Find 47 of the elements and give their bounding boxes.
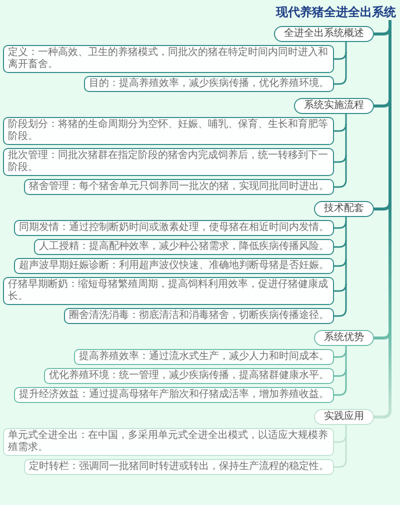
branch-stem bbox=[345, 42, 347, 77]
branch-stem bbox=[345, 217, 347, 309]
connector-curve bbox=[374, 202, 392, 210]
detail-card: 同期发情：通过控制断奶时间或激素处理，使母猪在相近时间内发情。 bbox=[14, 220, 334, 236]
connector-curve bbox=[334, 350, 347, 358]
connector-curve bbox=[374, 98, 392, 108]
topic-pill: 系统优势 bbox=[314, 330, 374, 346]
connector-curve bbox=[334, 460, 347, 468]
connector-curve bbox=[334, 240, 347, 248]
topic-pill: 实践应用 bbox=[314, 409, 374, 425]
topic-pill: 全进全出系统概述 bbox=[274, 26, 374, 42]
connector-curve bbox=[334, 180, 347, 188]
detail-card: 批次管理：同批次猪群在指定阶段的猪舍内完成饲养后，统一转移到下一阶段。 bbox=[3, 148, 334, 176]
detail-card: 提升经济效益：通过提高母猪年产胎次和仔猪成活率，增加养殖收益。 bbox=[14, 387, 334, 403]
topic-pill: 技术配套 bbox=[314, 201, 374, 217]
detail-card: 猪舍管理：每个猪舍单元只饲养同一批次的猪，实现同批同时进出。 bbox=[24, 179, 334, 195]
connector-curve bbox=[334, 220, 347, 229]
branch-stem bbox=[345, 114, 347, 180]
detail-card: 定义：一种高效、卫生的养猪模式，同批次的猪在特定时间内同时进入和离开畜舍。 bbox=[3, 45, 334, 73]
root-title: 现代养猪全进全出系统 bbox=[276, 4, 396, 20]
topic-pill: 系统实施流程 bbox=[294, 98, 374, 114]
detail-card: 目的：提高养殖效率，减少疾病传播，优化养殖环境。 bbox=[84, 76, 334, 92]
connector-curve bbox=[334, 258, 347, 267]
connector-curve bbox=[334, 368, 347, 377]
connector-curve bbox=[334, 308, 347, 317]
detail-card: 提高养殖效率：通过流水式生产，减少人力和时间成本。 bbox=[74, 349, 334, 365]
detail-card: 单元式全进全出：在中国，多采用单元式全进全出模式，以适应大规模养殖需求。 bbox=[3, 428, 334, 456]
branch-stem bbox=[345, 425, 347, 460]
connector-curve bbox=[334, 52, 347, 60]
detail-card: 人工授精：提高配种效率，减少种公猪需求，降低疾病传播风险。 bbox=[34, 239, 334, 255]
connector-curve bbox=[334, 154, 347, 163]
detail-card: 仔猪早期断奶：缩短母猪繁殖周期，提高饲料利用效率，促进仔猪健康成长。 bbox=[3, 277, 334, 305]
trunk-line bbox=[388, 20, 392, 410]
detail-card: 定时转栏：强调同一批猪同时转进或转出，保持生产流程的稳定性。 bbox=[24, 459, 334, 475]
connector-curve bbox=[374, 26, 392, 36]
detail-card: 超声波早期妊娠诊断：利用超声波仪快速、准确地判断母猪是否妊娠。 bbox=[14, 258, 334, 274]
connector-curve bbox=[334, 284, 347, 292]
detail-card: 圈舍清洗消毒：彻底清洁和消毒猪舍，切断疾病传播途径。 bbox=[64, 308, 334, 324]
connector-curve bbox=[334, 124, 347, 132]
detail-card: 阶段划分：将猪的生命周期分为空怀、妊娠、哺乳、保育、生长和育肥等阶段。 bbox=[3, 117, 334, 145]
connector-curve bbox=[334, 76, 347, 85]
connector-curve bbox=[334, 388, 347, 396]
detail-card: 优化养殖环境：统一管理，减少疾病传播，提高猪群健康水平。 bbox=[44, 368, 334, 384]
connector-curve bbox=[374, 330, 392, 340]
connector-curve bbox=[374, 410, 392, 418]
branch-stem bbox=[345, 346, 347, 388]
connector-curve bbox=[334, 434, 347, 443]
